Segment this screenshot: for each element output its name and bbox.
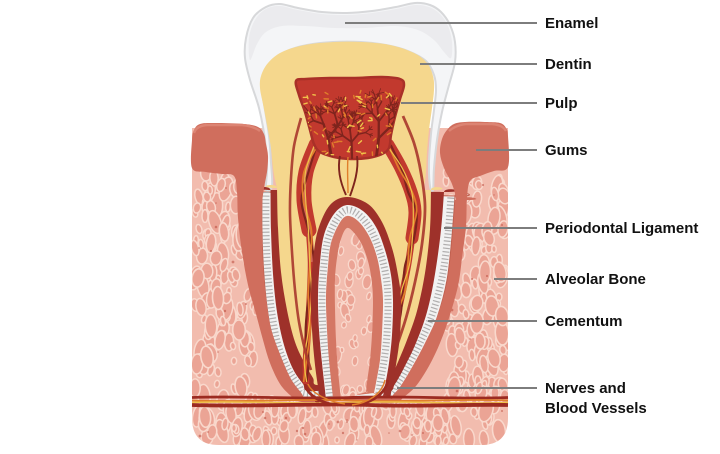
svg-text:Dentin: Dentin: [545, 56, 592, 73]
svg-text:Alveolar Bone: Alveolar Bone: [545, 271, 646, 288]
svg-text:Pulp: Pulp: [545, 95, 578, 112]
svg-text:Enamel: Enamel: [545, 15, 598, 32]
svg-text:Cementum: Cementum: [545, 313, 623, 330]
svg-text:Periodontal Ligament: Periodontal Ligament: [545, 220, 698, 237]
svg-text:Blood Vessels: Blood Vessels: [545, 400, 647, 417]
svg-text:Gums: Gums: [545, 142, 588, 159]
svg-text:Nerves and: Nerves and: [545, 380, 626, 397]
